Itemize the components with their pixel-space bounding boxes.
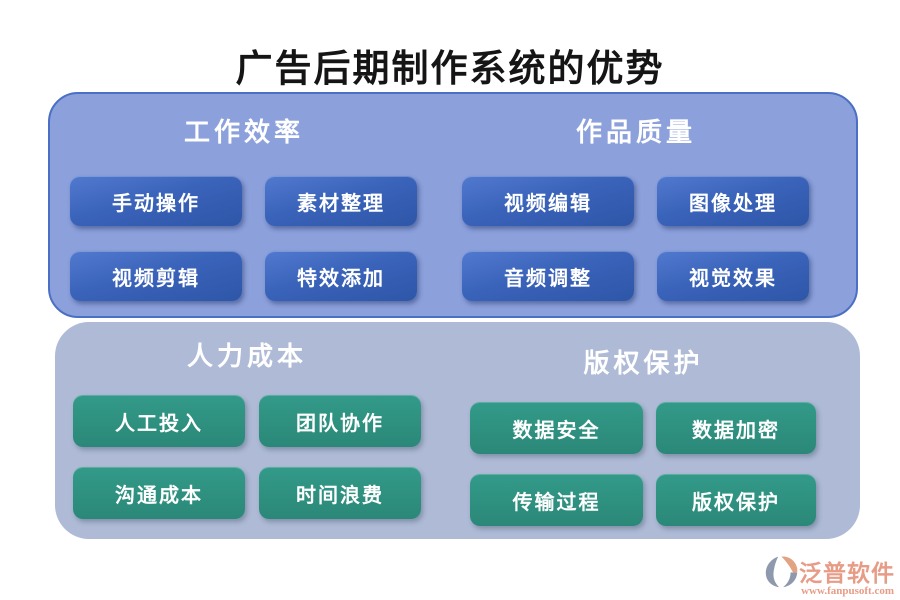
chip-manual-operation[interactable]: 手动操作: [70, 176, 242, 226]
chip-video-cutting[interactable]: 视频剪辑: [70, 251, 242, 301]
section-header-work-efficiency: 工作效率: [183, 117, 304, 147]
chip-communication-cost[interactable]: 沟通成本: [73, 467, 245, 519]
section-work-quality: 作品质量 视频编辑 图像处理 音频调整 视觉效果: [462, 94, 810, 301]
fanpu-logo-icon: [765, 556, 798, 587]
brand-website: www.fanpusoft.com: [801, 585, 894, 597]
chip-time-waste[interactable]: 时间浪费: [259, 467, 421, 519]
button-grid-labor-cost: 人工投入 团队协作 沟通成本 时间浪费: [73, 395, 421, 519]
chip-image-processing[interactable]: 图像处理: [657, 176, 809, 226]
chip-material-organizing[interactable]: 素材整理: [265, 176, 417, 226]
chip-team-collaboration[interactable]: 团队协作: [259, 395, 421, 447]
page-title: 广告后期制作系统的优势: [235, 49, 665, 90]
button-grid-copyright-protection: 数据安全 数据加密 传输过程 版权保护: [470, 402, 817, 526]
brand-name: 泛普软件: [799, 560, 895, 586]
section-copyright-protection: 版权保护 数据安全 数据加密 传输过程 版权保护: [470, 329, 817, 526]
chip-data-security[interactable]: 数据安全: [470, 402, 643, 454]
section-header-work-quality: 作品质量: [575, 117, 696, 147]
chip-video-editing[interactable]: 视频编辑: [462, 176, 634, 226]
chip-labor-input[interactable]: 人工投入: [73, 395, 245, 447]
button-grid-work-quality: 视频编辑 图像处理 音频调整 视觉效果: [462, 176, 810, 301]
section-labor-cost: 人力成本 人工投入 团队协作 沟通成本 时间浪费: [73, 322, 421, 519]
chip-copyright-protect[interactable]: 版权保护: [656, 474, 816, 526]
panel-advantages-gray: 人力成本 人工投入 团队协作 沟通成本 时间浪费 版权保护 数据安全 数据加密 …: [55, 322, 860, 539]
section-header-labor-cost: 人力成本: [186, 341, 307, 371]
chip-data-encryption[interactable]: 数据加密: [656, 402, 816, 454]
panel-advantages-blue: 工作效率 手动操作 素材整理 视频剪辑 特效添加 作品质量 视频编辑 图像处理 …: [48, 92, 858, 318]
chip-transfer-process[interactable]: 传输过程: [470, 474, 643, 526]
brand-footer: 泛普软件 www.fanpusoft.com: [745, 554, 895, 597]
button-grid-work-efficiency: 手动操作 素材整理 视频剪辑 特效添加: [70, 176, 418, 301]
chip-visual-effects[interactable]: 视觉效果: [657, 251, 809, 301]
section-work-efficiency: 工作效率 手动操作 素材整理 视频剪辑 特效添加: [70, 94, 418, 301]
section-header-copyright-protection: 版权保护: [583, 348, 704, 378]
chip-effects-adding[interactable]: 特效添加: [265, 251, 417, 301]
chip-audio-adjusting[interactable]: 音频调整: [462, 251, 634, 301]
brand-row: 泛普软件: [745, 554, 895, 588]
